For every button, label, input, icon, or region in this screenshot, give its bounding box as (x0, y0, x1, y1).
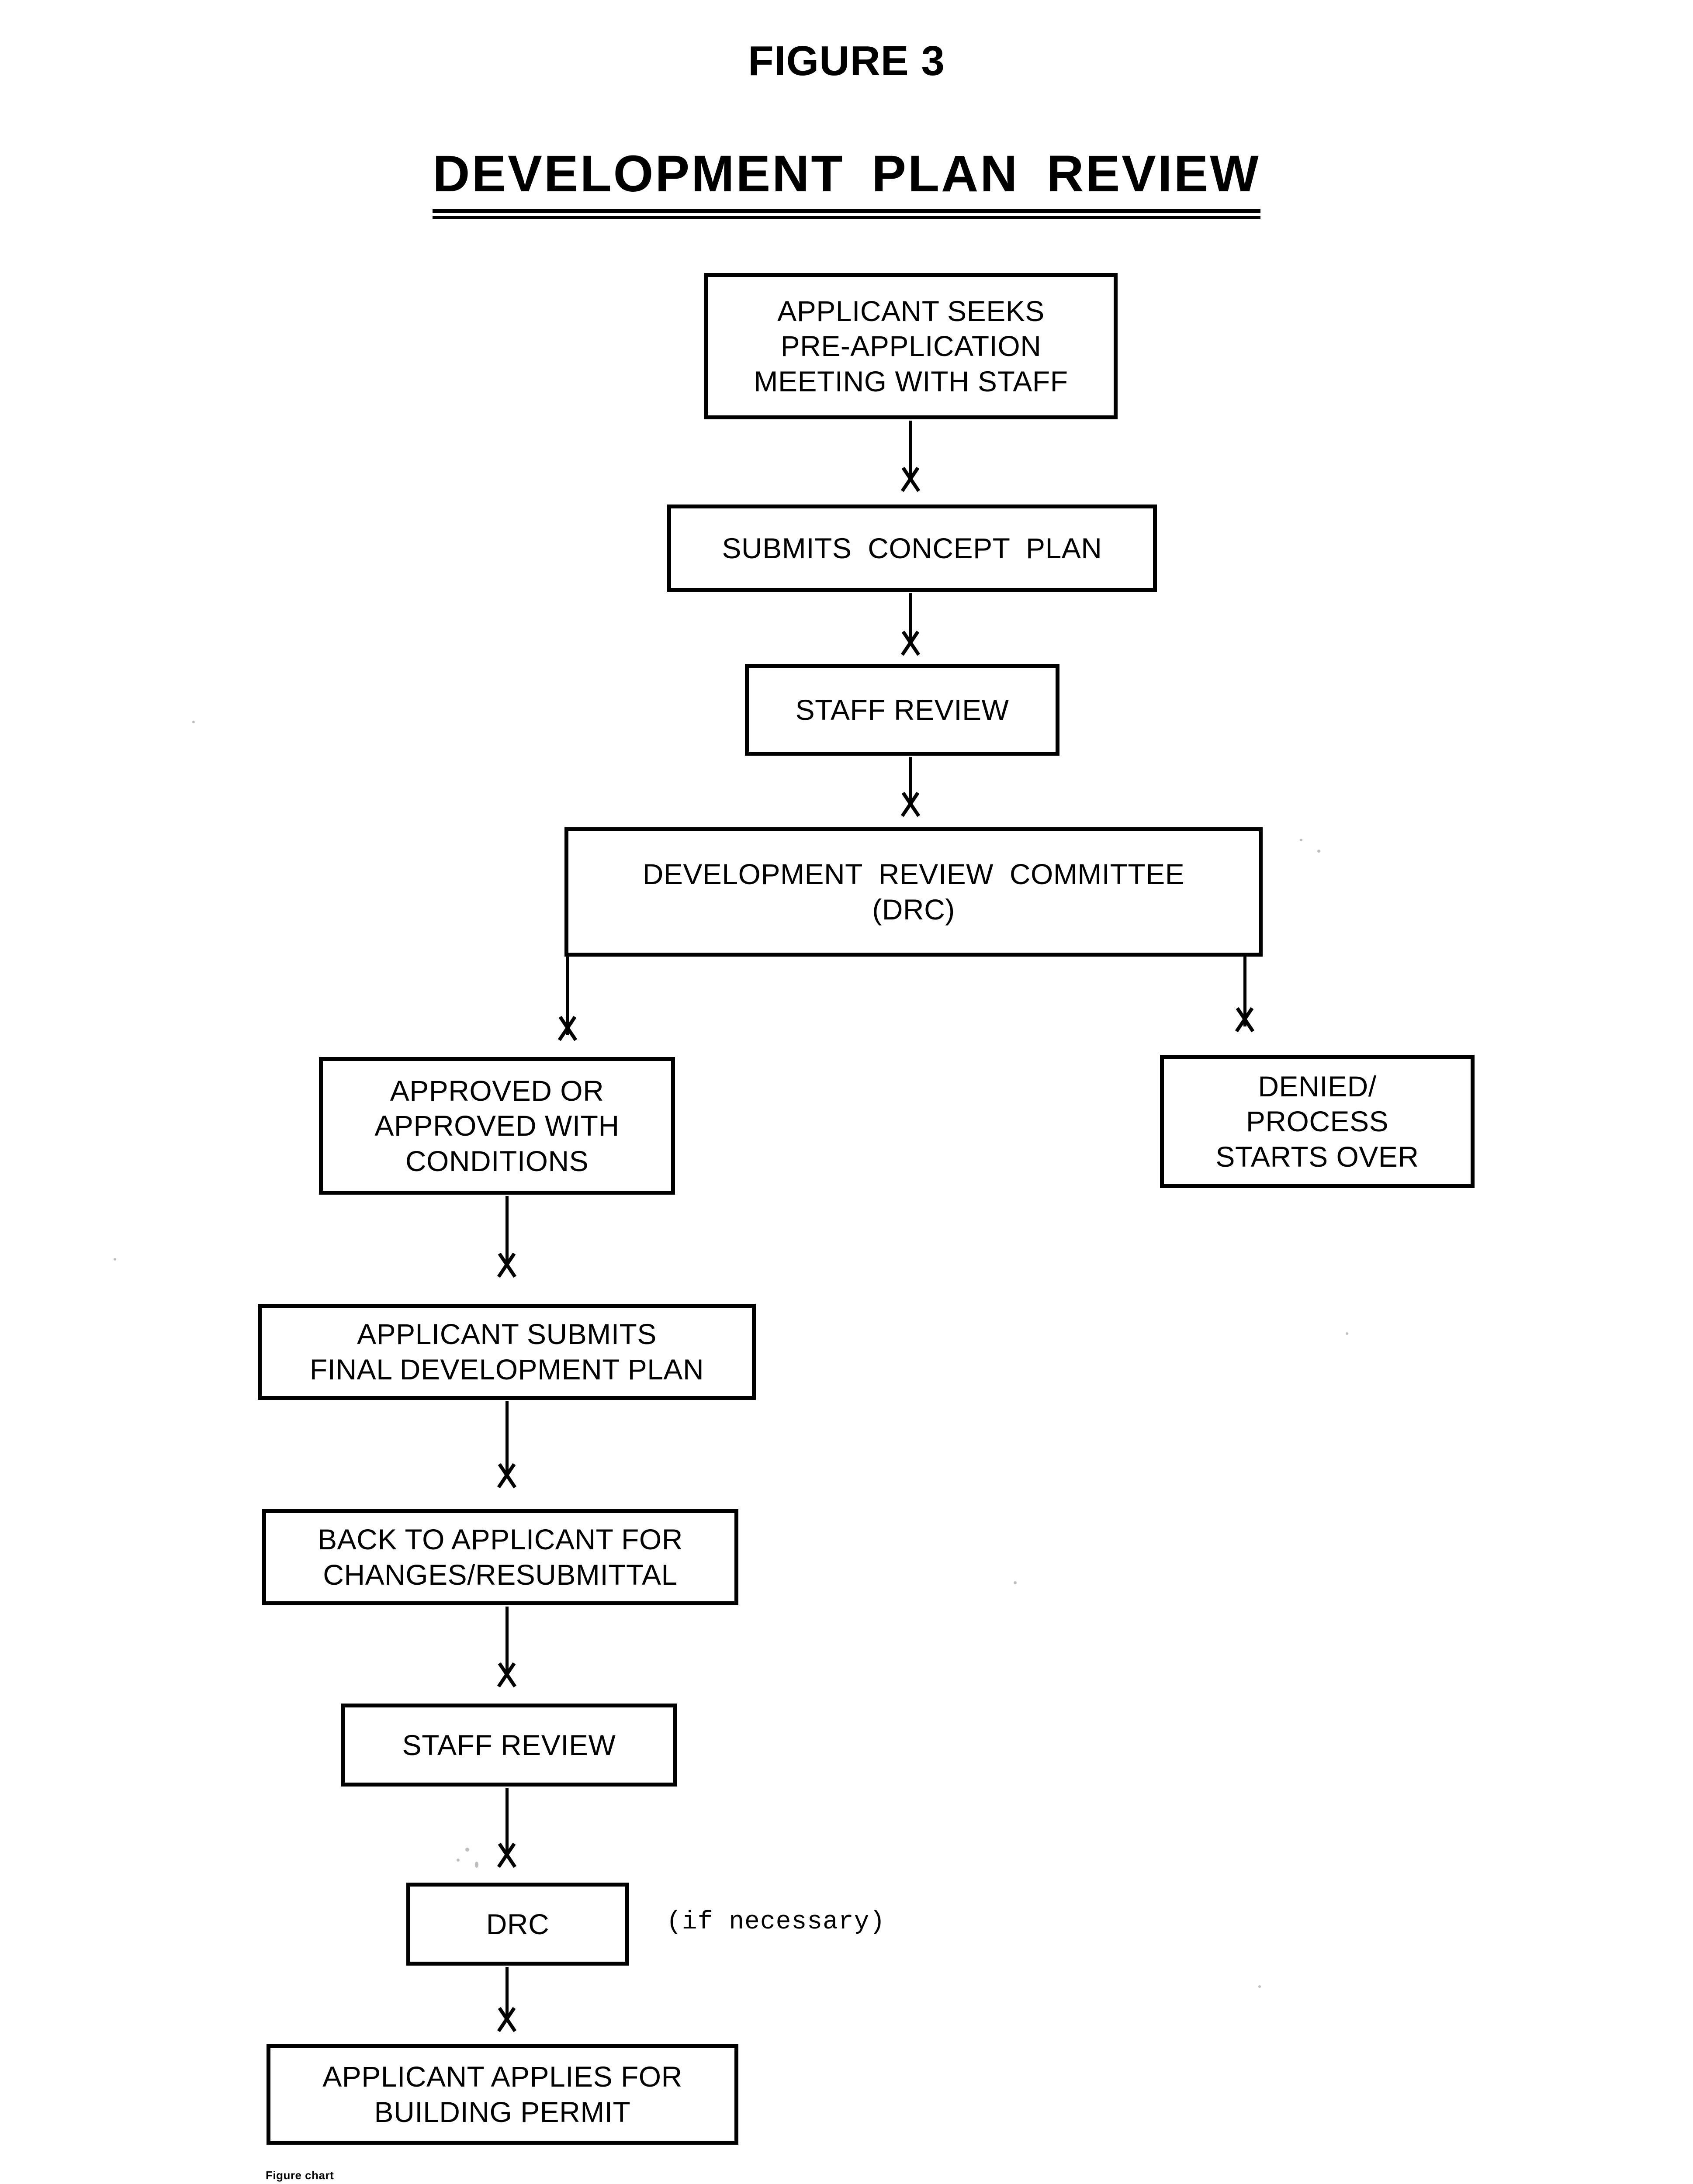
node-line: APPLICANT SUBMITS (357, 1318, 657, 1351)
figure-title-wrapper: DEVELOPMENT PLAN REVIEW (0, 144, 1693, 219)
node-submits-concept-plan[interactable]: SUBMITS CONCEPT PLAN (667, 505, 1157, 592)
arrow-drc-to-building-permit (493, 1967, 520, 2046)
scan-speckle (1300, 839, 1302, 841)
node-drc-final[interactable]: DRC (406, 1883, 629, 1966)
node-line: STAFF REVIEW (795, 693, 1009, 726)
scan-speckle (114, 1258, 116, 1261)
node-line: (DRC) (872, 893, 955, 926)
arrow-drc-to-denied (1231, 996, 1258, 1048)
node-staff-review-initial[interactable]: STAFF REVIEW (745, 664, 1059, 756)
node-line: APPLICANT APPLIES FOR (322, 2060, 682, 2093)
node-line: PROCESS (1246, 1105, 1389, 1138)
node-line: BACK TO APPLICANT FOR (318, 1523, 683, 1556)
node-line: STAFF REVIEW (402, 1728, 616, 1761)
arrow-drc-to-approved (554, 1005, 581, 1057)
node-line: STARTS OVER (1215, 1140, 1419, 1173)
node-line: APPROVED WITH (374, 1109, 620, 1142)
figure-footnote: Figure chart (266, 2169, 334, 2182)
scan-speckle (1317, 850, 1320, 853)
scan-speckle (457, 1859, 460, 1862)
node-back-to-applicant-for-changes-resubmittal[interactable]: BACK TO APPLICANT FOR CHANGES/RESUBMITTA… (262, 1509, 738, 1605)
branch-stem-left (566, 957, 569, 1035)
node-applicant-submits-final-development-plan[interactable]: APPLICANT SUBMITS FINAL DEVELOPMENT PLAN (258, 1304, 756, 1400)
arrow-back-to-applicant-to-staff-review (493, 1607, 520, 1705)
arrow-staff-review-to-drc-final (493, 1788, 520, 1886)
figure-number-label: FIGURE 3 (748, 38, 945, 84)
arrow-concept-plan-to-staff-review (897, 593, 924, 667)
node-line: CONDITIONS (405, 1144, 589, 1177)
scan-speckle (1258, 1985, 1261, 1988)
node-line: PRE-APPLICATION (780, 330, 1042, 363)
scan-speckle (465, 1848, 469, 1852)
arrow-approved-to-final-plan (493, 1196, 520, 1296)
branch-stem-right (1243, 957, 1246, 1026)
node-line: DENIED/ (1258, 1070, 1377, 1102)
arrow-staff-review-to-drc (897, 757, 924, 831)
node-line: DRC (486, 1908, 550, 1940)
node-line: SUBMITS CONCEPT PLAN (722, 532, 1102, 564)
node-staff-review-final[interactable]: STAFF REVIEW (341, 1704, 677, 1787)
node-line: APPLICANT SEEKS (777, 294, 1045, 327)
scan-speckle (1014, 1581, 1017, 1584)
node-line: MEETING WITH STAFF (754, 365, 1068, 397)
node-applicant-applies-for-building-permit[interactable]: APPLICANT APPLIES FOR BUILDING PERMIT (267, 2044, 738, 2145)
node-line: BUILDING PERMIT (374, 2096, 631, 2128)
scan-speckle (1346, 1332, 1348, 1335)
scan-speckle (192, 721, 195, 723)
page-title: DEVELOPMENT PLAN REVIEW (433, 144, 1261, 219)
node-applicant-seeks-preapplication-meeting[interactable]: APPLICANT SEEKS PRE-APPLICATION MEETING … (704, 273, 1118, 419)
node-line: CHANGES/RESUBMITTAL (323, 1559, 678, 1591)
node-line: DEVELOPMENT REVIEW COMMITTEE (642, 858, 1185, 891)
arrow-final-plan-to-back-to-applicant (493, 1401, 520, 1506)
node-denied-process-starts-over[interactable]: DENIED/ PROCESS STARTS OVER (1160, 1055, 1475, 1188)
scan-speckle (475, 1862, 478, 1868)
node-development-review-committee[interactable]: DEVELOPMENT REVIEW COMMITTEE (DRC) (564, 827, 1263, 957)
node-approved-or-approved-with-conditions[interactable]: APPROVED OR APPROVED WITH CONDITIONS (319, 1057, 675, 1195)
node-line: APPROVED OR (390, 1074, 604, 1107)
node-line: FINAL DEVELOPMENT PLAN (309, 1353, 704, 1386)
arrow-seeks-to-concept-plan (897, 421, 924, 504)
if-necessary-annotation: (if necessary) (666, 1908, 886, 1936)
